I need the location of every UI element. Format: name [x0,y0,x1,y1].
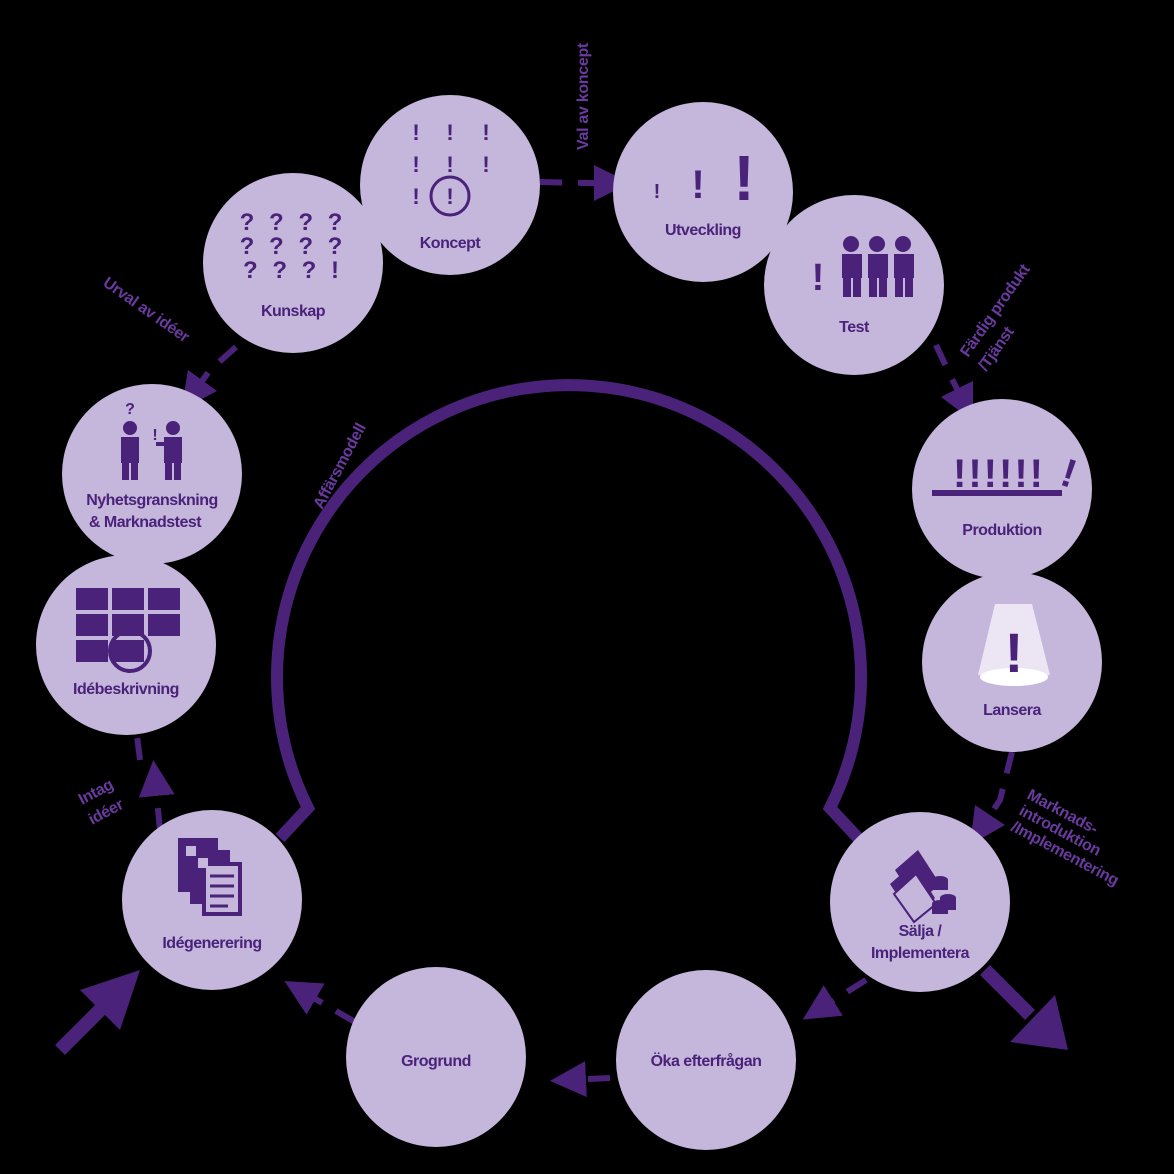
connector-salja-to-oka [802,977,868,1020]
edge-label-marknad: Marknads- introduktion /Implementering [1008,787,1121,890]
node-label-produktion: Produktion [962,522,1041,539]
svg-text:!: ! [412,184,419,209]
node-label-grogrund: Grogrund [401,1053,471,1070]
exclamation-line-icon: !!!!!! ! [932,451,1082,497]
node-label-nyhetsgranskning-2: & Marknadstest [89,514,202,531]
node-label-kunskap: Kunskap [261,303,326,320]
node-idebeskrivning[interactable]: Idébeskrivning [36,555,216,735]
connectors [132,165,1015,1098]
node-produktion[interactable]: !!!!!! ! Produktion [912,399,1092,579]
svg-text:!: ! [152,427,157,444]
node-label-test: Test [839,319,870,336]
node-label-lansera: Lansera [983,702,1041,719]
idea-grid-icon [76,588,180,673]
connector-lansera-to-salja [970,751,1015,845]
node-grogrund[interactable]: Grogrund [346,967,526,1147]
svg-text:!: ! [691,163,704,207]
node-label-idebeskrivning: Idébeskrivning [73,681,179,698]
node-label-nyhetsgranskning-1: Nyhetsgranskning [86,492,218,509]
node-oka[interactable]: Öka efterfrågan [616,970,796,1150]
connector-oka-to-grogrund [550,1061,611,1098]
people-question-icon: ? ! [121,401,182,480]
question-marks-icon: ? ? ? ? ? ? ? ? ? ? ? ! [240,209,347,284]
connector-grogrund-to-idegenerering [284,980,357,1025]
svg-text:!: ! [446,152,453,177]
svg-text:!: ! [812,257,825,299]
node-label-koncept: Koncept [420,235,482,252]
money-stack-icon [890,850,956,924]
svg-text:!: ! [446,120,453,145]
node-lansera[interactable]: ! Lansera [922,572,1102,752]
svg-text:!: ! [482,152,489,177]
edge-label-val: Val av koncept [575,42,592,150]
node-label-salja-1: Sälja / [899,923,943,940]
connector-test-to-produktion [933,343,974,422]
growing-exclamation-icon: ! ! ! [654,142,755,214]
svg-text:? ? ? !: ? ? ? ! [243,257,343,284]
node-label-salja-2: Implementera [871,945,970,962]
node-kunskap[interactable]: ? ? ? ? ? ? ? ? ? ? ? ! Kunskap [203,173,383,353]
edge-label-fardig: Färdig produkt /Tjänst [957,261,1034,375]
connector-idegenerering-to-idebeskrivning [138,760,175,831]
entry-arrow [55,970,140,1055]
documents-icon [178,838,242,916]
node-koncept[interactable]: ! ! ! ! ! ! ! ! Koncept [360,95,540,275]
node-nyhetsgranskning[interactable]: ? ! Nyhetsgranskning & Marknadstest [62,384,242,564]
svg-text:? ? ? ?: ? ? ? ? [240,209,347,236]
node-salja[interactable]: Sälja / Implementera [830,812,1010,992]
node-idegenerering[interactable]: Idégenerering [122,810,302,990]
connector-idebeskrivning-lower [132,719,143,761]
exclamation-people-icon: ! [812,236,914,299]
edge-label-intag: Intag idéer [76,776,126,828]
svg-text:!: ! [446,184,453,209]
spotlight-icon: ! [978,604,1050,686]
svg-text:?: ? [125,401,135,418]
svg-text:!!!!!!: !!!!!! [953,452,1045,496]
svg-text:? ? ? ?: ? ? ? ? [240,233,347,260]
svg-text:!: ! [412,152,419,177]
svg-text:!: ! [412,120,419,145]
svg-text:!: ! [654,181,661,203]
node-test[interactable]: ! Test [764,195,944,375]
exclamation-circle-icon: ! ! ! ! ! ! ! ! [412,120,490,217]
node-utveckling[interactable]: ! ! ! Utveckling [613,102,793,282]
connector-nyhets-to-kunskap [181,344,238,410]
svg-text:!: ! [733,142,754,214]
svg-text:!: ! [482,120,489,145]
node-label-utveckling: Utveckling [665,222,741,239]
node-label-idegenerering: Idégenerering [162,935,261,952]
node-label-oka: Öka efterfrågan [651,1051,762,1070]
exit-arrow [980,965,1068,1050]
business-model-arc [271,379,867,843]
edge-label-urval: Urval av idéer [100,274,192,346]
svg-text:!: ! [1005,621,1024,684]
connector-koncept-to-utveckling [539,165,630,201]
